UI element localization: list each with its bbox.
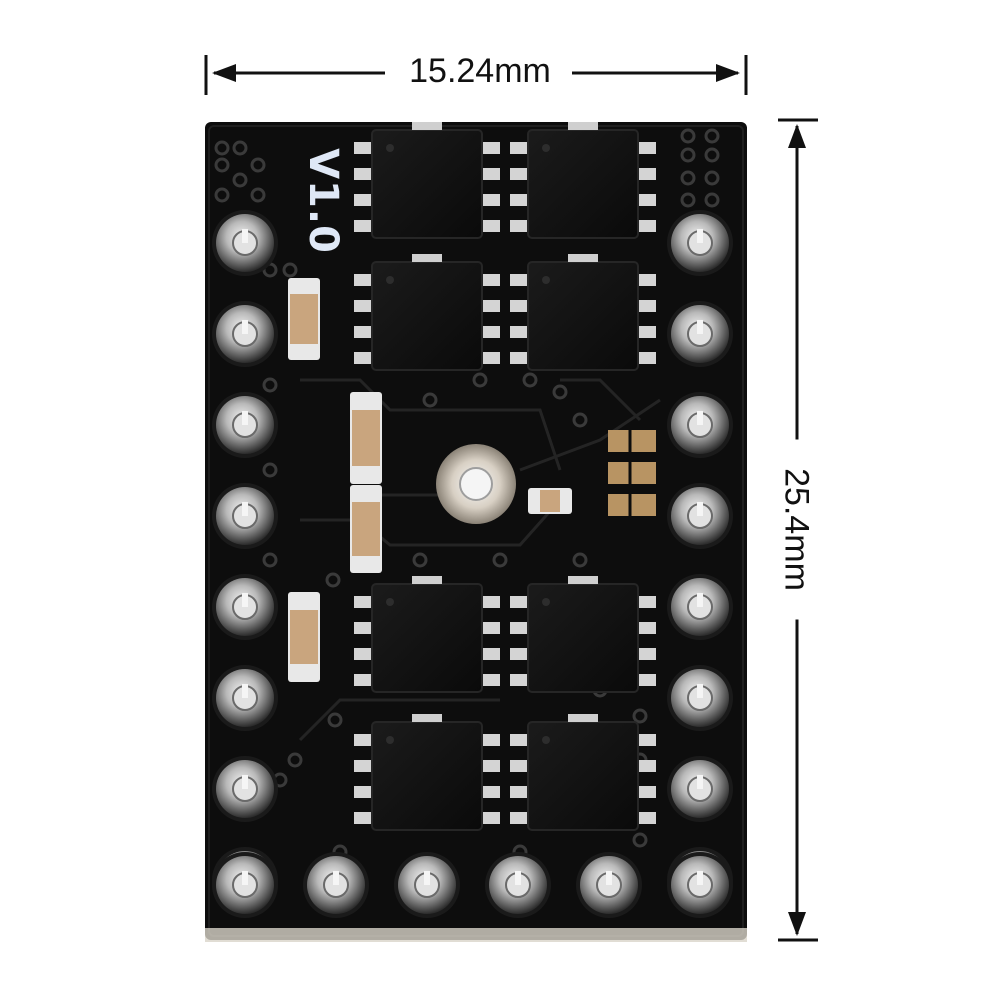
header-pin <box>212 574 278 640</box>
header-pin <box>667 852 733 918</box>
mosfet-chip <box>354 122 500 239</box>
via <box>325 572 341 588</box>
via <box>232 172 248 188</box>
vias <box>214 128 720 860</box>
via <box>250 157 266 173</box>
header-pin <box>667 483 733 549</box>
via <box>250 187 266 203</box>
via <box>704 170 720 186</box>
mosfet-chip <box>354 254 500 371</box>
via <box>680 170 696 186</box>
height-dimension <box>778 118 818 942</box>
header-pin <box>303 852 369 918</box>
header-pin <box>212 392 278 458</box>
header-pin <box>212 301 278 367</box>
via <box>704 147 720 163</box>
height-dimension-label: 25.4mm <box>776 439 816 620</box>
header-pin <box>667 574 733 640</box>
mosfet-chip <box>354 714 500 831</box>
via <box>552 384 568 400</box>
header-pin <box>667 301 733 367</box>
capacitor <box>288 278 320 360</box>
via <box>327 712 343 728</box>
via <box>287 752 303 768</box>
header-pin <box>576 852 642 918</box>
capacitor <box>350 485 382 573</box>
mosfet-chip <box>510 714 656 831</box>
header-pin <box>212 483 278 549</box>
via <box>262 552 278 568</box>
arrow-right-icon <box>716 64 740 82</box>
mosfet-chip <box>510 576 656 693</box>
via <box>680 147 696 163</box>
mosfet-chips <box>354 122 656 831</box>
via <box>632 832 648 848</box>
arrow-up-icon <box>788 124 806 148</box>
via <box>412 552 428 568</box>
mosfet-chip <box>354 576 500 693</box>
width-dimension <box>204 55 748 95</box>
header-pin <box>394 852 460 918</box>
via <box>632 708 648 724</box>
header-pin <box>485 852 551 918</box>
via <box>262 462 278 478</box>
header-pin <box>667 756 733 822</box>
header-pin <box>667 392 733 458</box>
via <box>262 377 278 393</box>
header-pin <box>667 210 733 276</box>
via <box>232 140 248 156</box>
capacitors <box>288 278 572 682</box>
via <box>680 128 696 144</box>
via <box>422 392 438 408</box>
header-pin <box>212 852 278 918</box>
via <box>572 412 588 428</box>
arrow-down-icon <box>788 912 806 936</box>
header-pin <box>212 756 278 822</box>
capacitor <box>288 592 320 682</box>
header-pins <box>212 210 733 918</box>
via <box>572 552 588 568</box>
width-dimension-label: 15.24mm <box>390 52 570 91</box>
header-pin <box>212 665 278 731</box>
mosfet-chip <box>510 254 656 371</box>
header-pin <box>667 665 733 731</box>
via <box>522 372 538 388</box>
via <box>214 140 230 156</box>
capacitor <box>350 392 382 484</box>
version-label: V1.0 <box>300 148 346 254</box>
mounting-hole <box>436 444 516 524</box>
via <box>282 262 298 278</box>
via <box>472 372 488 388</box>
via <box>214 187 230 203</box>
via <box>492 552 508 568</box>
capacitor <box>528 488 572 514</box>
arrow-left-icon <box>212 64 236 82</box>
via <box>704 128 720 144</box>
jumper-pads <box>608 430 656 516</box>
mosfet-chip <box>510 122 656 239</box>
header-pin <box>212 210 278 276</box>
via <box>214 157 230 173</box>
via <box>680 192 696 208</box>
via <box>704 192 720 208</box>
